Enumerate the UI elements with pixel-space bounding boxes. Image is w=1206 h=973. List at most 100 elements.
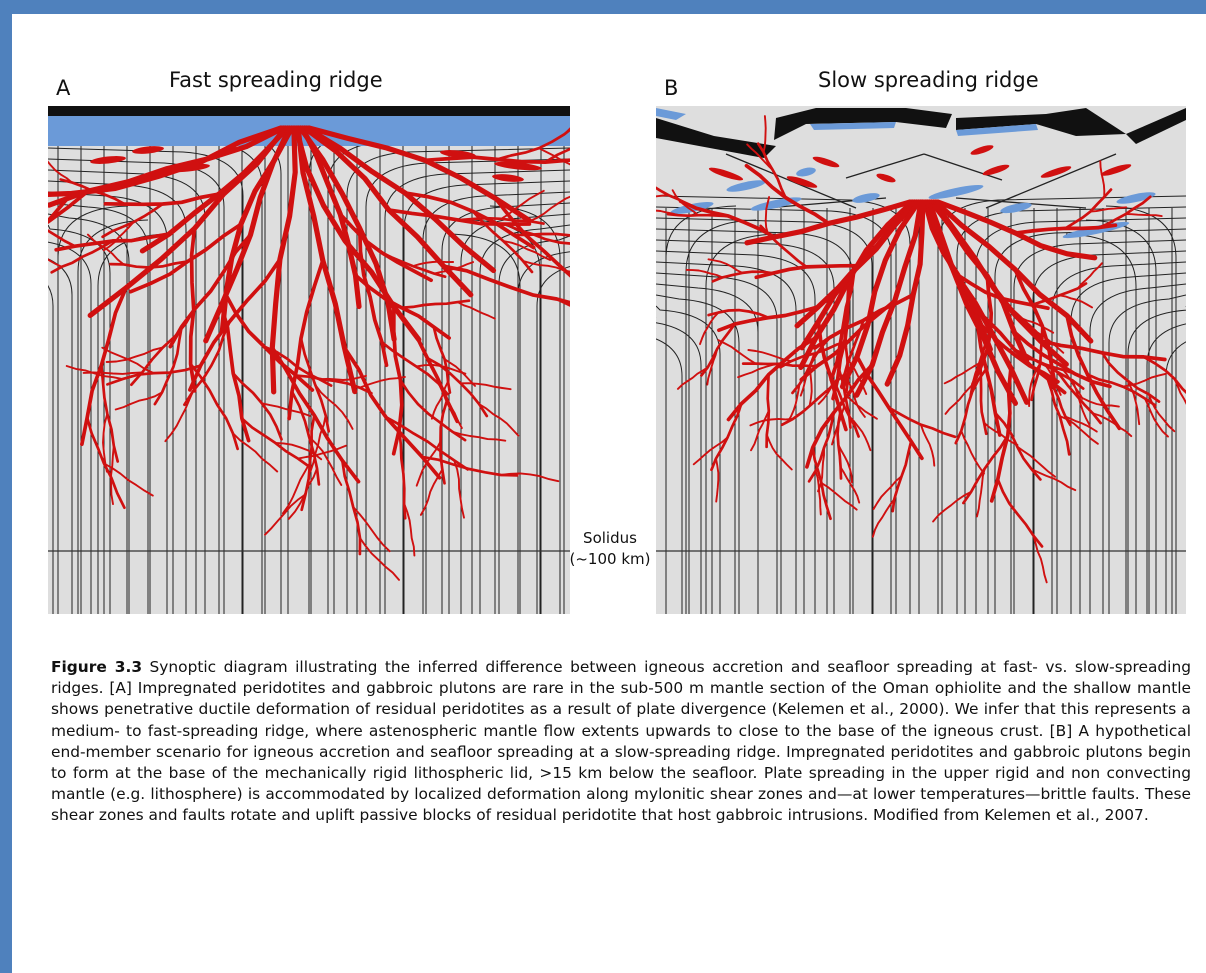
panel-b-melt-channel	[1126, 379, 1141, 426]
panel-a-melt-channel	[59, 178, 126, 206]
panel-b-flow-curve	[1013, 239, 1186, 614]
panel-a-melt-channel	[48, 189, 90, 224]
panel-a-melt-channel	[439, 398, 449, 485]
panel-a-melt-channel	[168, 232, 253, 349]
panel-a-flow-curve	[536, 258, 570, 614]
panel-b-melt-channel	[717, 304, 821, 333]
panel-b-melt-channel	[839, 466, 861, 504]
panel-a-melt-channel	[338, 212, 433, 283]
panel-b-melt-channel	[1038, 338, 1167, 362]
panel-a-melt-channel	[471, 210, 534, 274]
panel-b-melt-channel	[1089, 206, 1128, 213]
panel-b-melt-channel	[779, 339, 851, 369]
panel-b-melt-channel	[1064, 188, 1113, 230]
panel-b-melt-channel	[872, 475, 903, 510]
panel-b-melt-channel	[1099, 160, 1106, 198]
panel-b-melt-channel	[1064, 415, 1098, 433]
panel-b-melt-channel	[1030, 282, 1088, 307]
panel-b-melt-channel	[715, 457, 720, 503]
panel-b-melt-channel	[924, 199, 1030, 405]
panel-b-melt-channel	[1030, 324, 1044, 402]
panel-b-mantle-background	[656, 106, 1186, 614]
panel-a-flow-curve	[479, 224, 570, 614]
panel-a-flow-curve	[48, 147, 244, 614]
panel-b-shear-fault	[955, 197, 1087, 209]
panel-a-edge-flow-curve	[449, 233, 521, 614]
panel-b-edge-flow-curve	[705, 233, 777, 614]
panel-b-edge-flow-curve	[665, 205, 737, 614]
panel-b-flow-curve	[656, 217, 873, 614]
panel-a-melt-channel	[80, 285, 128, 447]
panel-a-melt-channel	[48, 160, 73, 184]
panel-b-melt-channel	[749, 417, 794, 427]
panel-a-melt-channel	[555, 297, 570, 307]
panel-b-melt-channel	[799, 298, 897, 382]
panel-b-melt-channel	[839, 199, 922, 390]
panel-b-melt-channel	[944, 383, 974, 415]
panel-b-crust-strip	[956, 124, 1038, 136]
panel-b-flow-curve	[1146, 317, 1186, 614]
panel-a-melt-channel	[357, 226, 389, 368]
panel-b-gabbro-lens	[726, 180, 766, 192]
panel-a-melt-channel	[281, 461, 311, 515]
panel-a-melt-channel	[306, 125, 532, 223]
panel-a-melt-channel	[189, 362, 239, 451]
panel-a-melt-channel	[385, 298, 460, 424]
panel-b-melt-channel	[1065, 313, 1122, 431]
panel-b-flow-curve	[1108, 294, 1186, 614]
panel-a-melt-channel	[425, 356, 489, 418]
panel-b-melt-channel	[1124, 213, 1163, 218]
panel-b-melt-channel	[741, 362, 819, 368]
panel-a-melt-channel	[399, 378, 467, 442]
panel-b-melt-channel	[1100, 351, 1161, 403]
panel-a-melt-channel	[493, 196, 570, 278]
panel-b-melt-channel	[983, 421, 1019, 446]
panel-b-melt-channel	[887, 406, 957, 439]
panel-a-melt-channel	[106, 364, 202, 386]
panel-a-melt-channel	[85, 416, 126, 510]
panel-b-melt-channel	[805, 362, 875, 469]
panel-b-melt-channel	[1058, 415, 1099, 445]
panel-b-melt-channel	[965, 303, 1067, 395]
panel-b-melt-channel	[807, 411, 836, 483]
panel-b-melt-lens	[812, 156, 840, 168]
panel-b-flow-curve	[656, 328, 683, 614]
panel-b-melt-channel	[836, 410, 843, 480]
panel-b-melt-channel	[1121, 372, 1167, 388]
panel-b-title: Slow spreading ridge	[818, 68, 1039, 92]
panel-a-melt-channel	[441, 264, 570, 305]
panel-a-melt-channel	[87, 125, 288, 318]
panel-b-shear-fault	[985, 153, 1117, 209]
solidus-label-line1: Solidus	[583, 529, 637, 547]
panel-a-melt-channel	[48, 191, 74, 224]
panel-a-melt-sill	[492, 174, 524, 182]
panel-b-melt-channel	[1016, 445, 1057, 478]
panel-a-melt-channel	[309, 414, 327, 473]
panel-b-seafloor-block	[956, 108, 1126, 136]
panel-b-melt-channel	[699, 311, 720, 346]
panel-a-melt-channel	[443, 358, 476, 387]
panel-a-melt-channel	[183, 319, 232, 407]
panel-a-melt-channel	[295, 125, 358, 395]
panel-b-melt-channel	[678, 199, 777, 239]
panel-a-letter: A	[56, 76, 71, 100]
caption-label: Figure 3.3	[51, 658, 143, 676]
panel-b-gabbro-lens	[852, 193, 880, 203]
panel-a-melt-channel	[86, 233, 125, 266]
panel-b-melt-channel	[764, 196, 771, 235]
panel-a-melt-channel	[297, 444, 347, 460]
panel-a-melt-channel	[48, 125, 286, 208]
panel-b-seafloor-block	[1126, 108, 1186, 144]
panel-b-melt-lens	[876, 173, 896, 183]
panel-b-melt-channel	[816, 319, 848, 432]
panel-a-melt-channel	[423, 155, 570, 164]
panel-b-flow-curve	[994, 228, 1186, 614]
panel-a-melt-channel	[411, 260, 455, 268]
panel-b-crust-strip	[810, 122, 896, 130]
panel-a-flow-curve	[48, 258, 54, 614]
panel-b-melt-lens	[786, 176, 818, 188]
panel-a-melt-channel	[164, 390, 194, 443]
panel-a-melt-channel	[456, 301, 496, 320]
panel-a-melt-channel	[353, 273, 451, 340]
panel-a-flow-curve	[460, 213, 570, 614]
